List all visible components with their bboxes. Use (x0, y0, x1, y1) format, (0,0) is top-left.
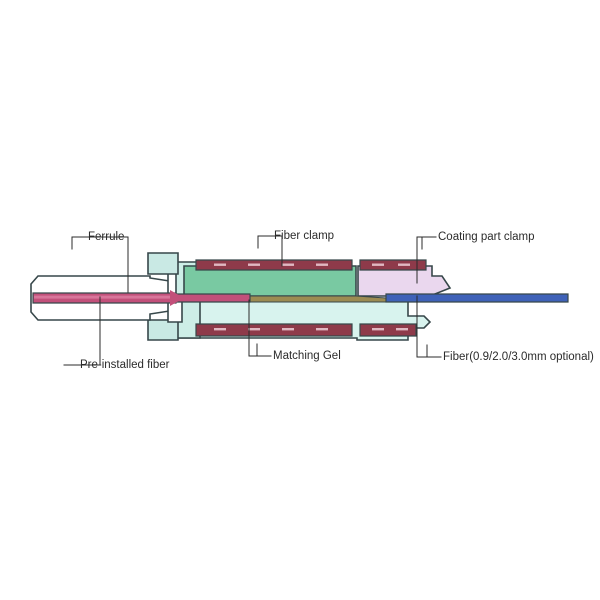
ferrule-tab-top (147, 252, 179, 275)
clamp-bar-bottom-group (195, 323, 417, 337)
clamp-bar-top-dashes (214, 263, 328, 266)
clamp-bar-top-right-dashes (372, 263, 410, 266)
housing-lower-group (147, 299, 432, 341)
fiber-cable-blue (385, 293, 569, 303)
fiber-splice-segment (175, 293, 251, 303)
clamp-bar-top-right (359, 259, 427, 271)
ferrule-tab-bottom (147, 319, 179, 341)
callout-coating-part-clamp-label: Coating part clamp (438, 231, 535, 243)
callout-fiber-optional-label: Fiber(0.9/2.0/3.0mm optional) (443, 351, 594, 363)
callout-ferrule: Ferrule (71, 231, 129, 293)
callout-fiber-optional: Fiber(0.9/2.0/3.0mm optional) (416, 295, 594, 363)
clamp-bar-bottom-right-dashes (372, 328, 408, 331)
callout-fiber-clamp-leader (257, 235, 283, 267)
splice-junction-marker (170, 290, 184, 306)
callout-ferrule-label: Ferrule (88, 231, 124, 243)
callout-matching-gel: Matching Gel (248, 299, 341, 362)
coating-part-clamp-body (357, 265, 452, 297)
clamp-bar-top-group (195, 259, 353, 271)
clamp-bar-bottom-right (359, 323, 417, 337)
callout-fiber-clamp-label: Fiber clamp (274, 230, 334, 242)
callout-ferrule-leader (71, 236, 129, 293)
pre-installed-fiber-group (32, 290, 251, 306)
coating-part-clamp-group (357, 259, 452, 297)
pre-installed-fiber-highlight (34, 295, 174, 299)
callout-fiber-clamp: Fiber clamp (257, 230, 334, 267)
callout-coating-part-clamp: Coating part clamp (416, 231, 535, 284)
clamp-bar-top (195, 259, 353, 271)
callout-pre-installed-fiber-label: Pre-installed fiber (80, 359, 170, 371)
clamp-bar-bottom (195, 323, 353, 337)
callout-matching-gel-label: Matching Gel (273, 350, 341, 362)
fiber-cable-group (385, 293, 569, 303)
clamp-bar-bottom-dashes (214, 328, 328, 331)
callout-pre-installed-fiber: Pre-installed fiber (63, 296, 170, 371)
